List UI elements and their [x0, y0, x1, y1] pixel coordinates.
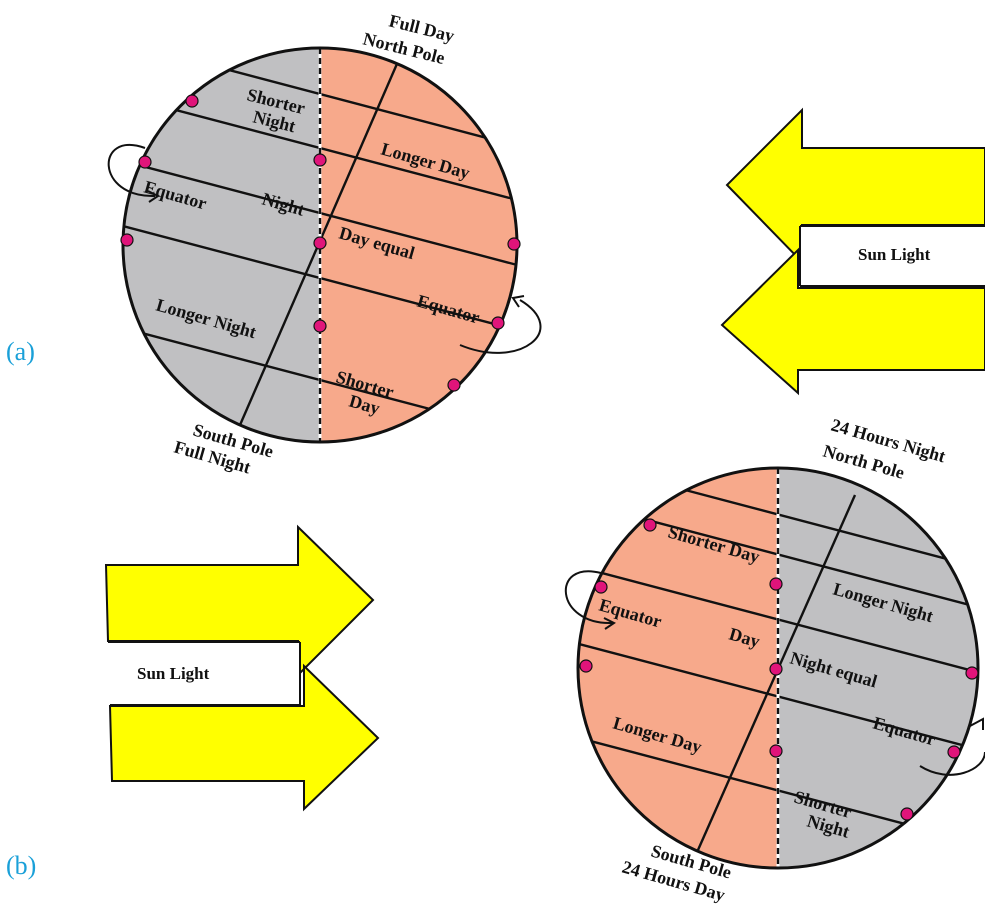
sun-arrow-lower-a — [720, 247, 985, 396]
sunlight-label-b: Sun Light — [137, 664, 210, 683]
sunlight-arrows-b: Sun Light — [100, 524, 380, 812]
rotation-arrow-right-b — [919, 751, 985, 776]
tropic-south-line-b — [578, 637, 978, 757]
sunlight-arrows-a: Sun Light — [720, 107, 985, 396]
day-half-b — [578, 468, 778, 868]
rotation-arrow-left-a — [107, 144, 156, 198]
globe-outline-b — [576, 466, 980, 870]
panel-label-a: (a) — [6, 337, 35, 366]
rotation-arrow-right-a — [459, 299, 542, 354]
sunlight-label-a: Sun Light — [858, 245, 931, 264]
globe-a — [107, 46, 542, 444]
equator-line-b — [578, 560, 978, 680]
sun-arrow-lower-b — [108, 663, 380, 812]
globe-b — [564, 466, 985, 870]
rotation-arrow-left-b — [564, 570, 613, 625]
panel-label-b: (b) — [6, 851, 36, 880]
